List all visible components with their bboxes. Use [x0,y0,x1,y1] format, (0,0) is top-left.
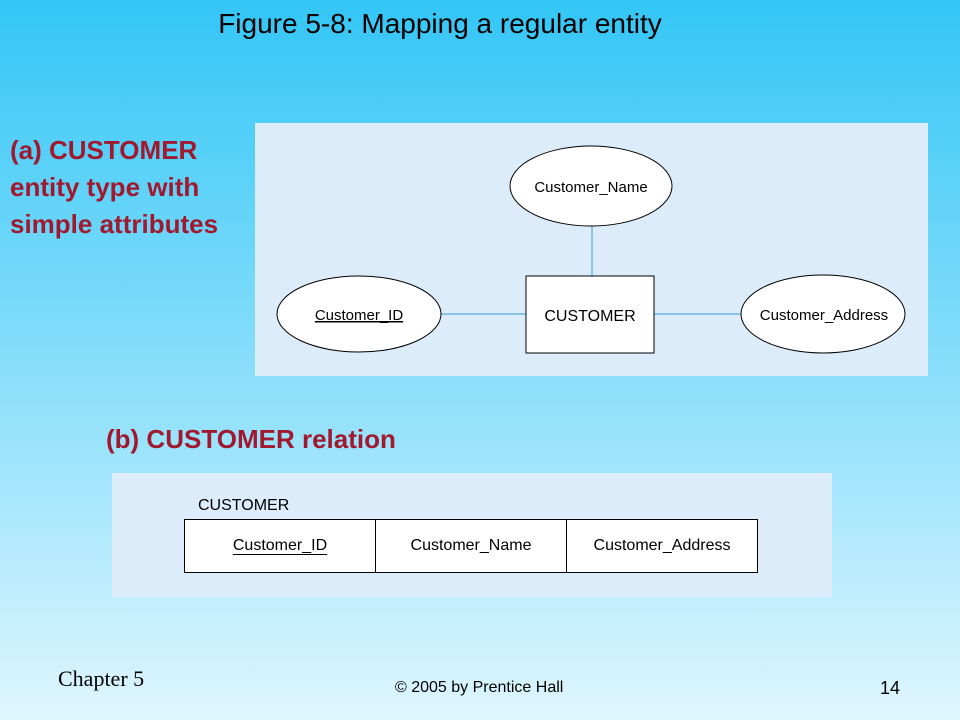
chapter-label: Chapter 5 [58,666,145,691]
primary-key-label: Customer_ID [232,537,328,554]
entity-box [525,275,655,354]
attribute-ellipse-left [276,275,442,353]
part-b-label: (b) CUSTOMER relation [106,424,396,454]
relation-panel: CUSTOMER Customer_ID Customer_Name Custo… [112,473,832,597]
column-label: Customer_Name [410,537,532,554]
er-diagram: Customer_Name Customer_ID CUSTOMER Custo… [276,145,906,354]
attribute-customer-id: Customer_ID [315,307,404,324]
entity-name: CUSTOMER [544,308,635,325]
slide-title: Figure 5-8: Mapping a regular entity [218,8,662,39]
attribute-ellipse-top [509,145,673,227]
page-number: 14 [880,678,901,698]
attribute-ellipse-right [740,274,906,354]
column-label: Customer_Address [593,537,731,554]
relation-column-3: Customer_Address [567,520,757,572]
copyright-notice: © 2005 by Prentice Hall [395,679,564,696]
attribute-customer-address: Customer_Address [760,307,888,324]
relation-name: CUSTOMER [198,497,290,514]
relation-column-2: Customer_Name [376,520,567,572]
relation-table: Customer_ID Customer_Name Customer_Addre… [184,519,758,573]
er-diagram-panel: Customer_Name Customer_ID CUSTOMER Custo… [255,123,928,376]
relation-column-1: Customer_ID [185,520,376,572]
attribute-customer-name: Customer_Name [534,179,647,196]
part-a-label: (a) CUSTOMER entity type with simple att… [10,135,219,239]
